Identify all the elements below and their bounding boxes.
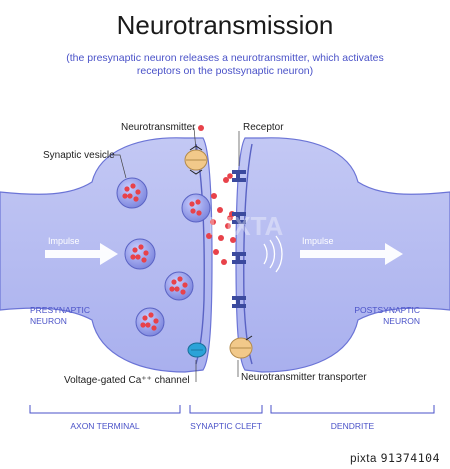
postsynaptic-line2: NEURON — [383, 316, 420, 326]
transporter-label: Neurotransmitter transporter — [241, 372, 367, 383]
segment-brackets — [29, 405, 435, 414]
bound-neurotransmitters — [227, 173, 233, 221]
synaptic-vesicle-label: Synaptic vesicle — [43, 150, 115, 161]
postsynaptic-line1: POSTSYNAPTIC — [354, 305, 420, 315]
presynaptic-line2: NEURON — [30, 316, 67, 326]
dendrite-label: DENDRITE — [330, 421, 375, 431]
footer-bar — [0, 449, 450, 469]
presynaptic-line1: PRESYNAPTIC — [30, 305, 90, 315]
transporter-postsynaptic — [229, 335, 253, 359]
impulse-label-right: Impulse — [302, 236, 334, 246]
diagram-title: Neurotransmission — [116, 10, 334, 40]
footer-brand: pixta — [350, 453, 377, 465]
watermark: PIXTA — [209, 211, 284, 241]
signal-waves — [263, 235, 283, 273]
ca-channel-label: Voltage-gated Ca⁺⁺ channel — [64, 375, 190, 386]
impulse-arrow-left — [45, 243, 118, 265]
receptors — [232, 170, 246, 308]
presynaptic-neuron-label: PRESYNAPTIC NEURON — [30, 305, 90, 327]
axon-terminal-label: AXON TERMINAL — [70, 421, 140, 431]
footer-stock-id: 91374104 — [380, 451, 440, 465]
neurotransmitter-legend-dot — [198, 125, 204, 131]
synaptic-cleft-label: SYNAPTIC CLEFT — [190, 421, 262, 431]
vesicle-neurotransmitters — [122, 183, 202, 331]
neurotransmitter-label: Neurotransmitter — [121, 122, 196, 133]
leader-lines — [112, 127, 240, 382]
synaptic-vesicles — [116, 177, 211, 337]
impulse-label-left: Impulse — [48, 236, 80, 246]
diagram-subtitle: (the presynaptic neuron releases a neuro… — [66, 52, 384, 77]
postsynaptic-neuron-label: POSTSYNAPTIC NEURON — [354, 305, 420, 327]
impulse-arrow-right — [300, 243, 403, 265]
transporter-presynaptic — [184, 145, 208, 175]
stock-footer: pixta 91374104 — [350, 451, 440, 465]
receptor-label: Receptor — [243, 122, 284, 133]
ca-channel — [187, 342, 207, 358]
